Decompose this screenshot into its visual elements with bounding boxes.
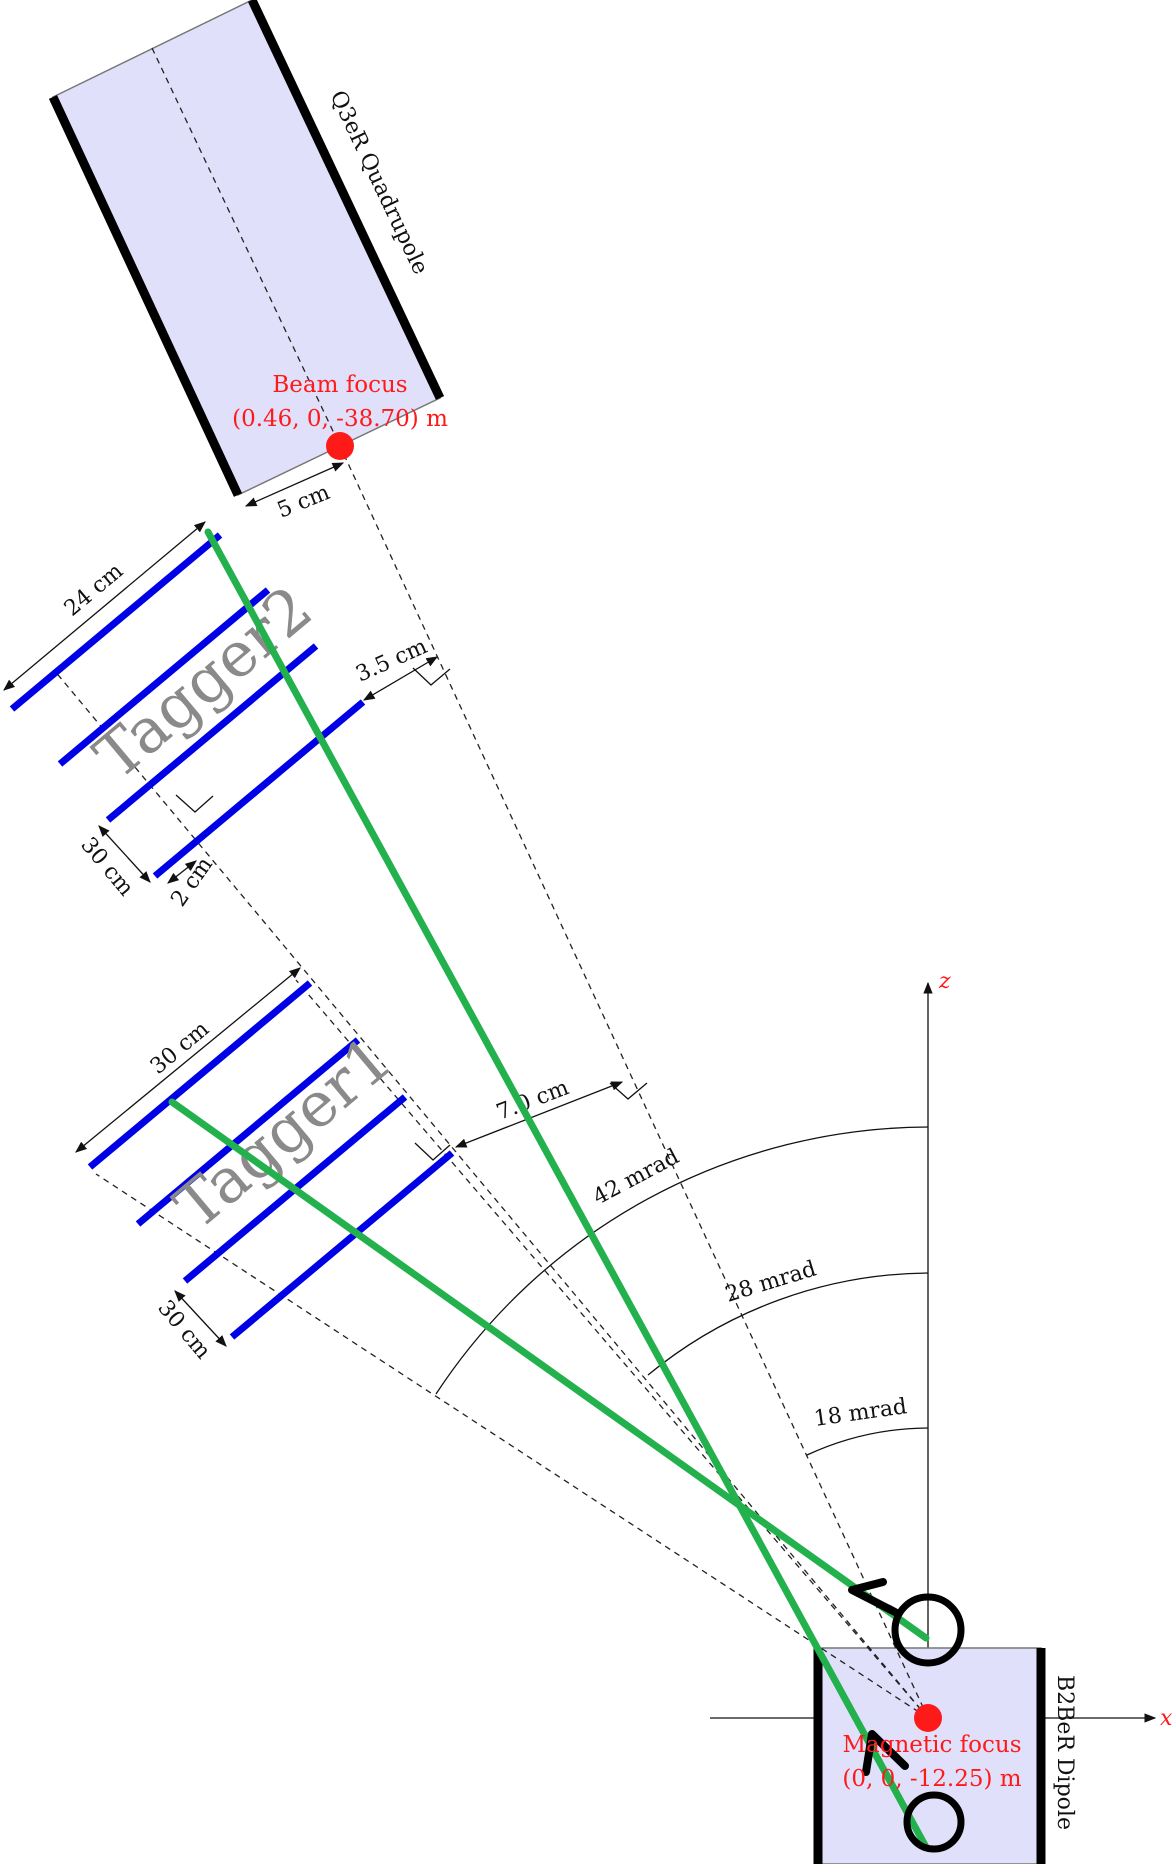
quadrupole-wall-left — [48, 95, 243, 497]
angle-label-42: 42 mrad — [589, 1144, 683, 1210]
tagger2-plane-4 — [152, 699, 366, 879]
dim-tagger1-spacing-label: 30 cm — [152, 1296, 215, 1364]
beam-focus-title: Beam focus — [272, 372, 407, 398]
tagger2-center-line — [53, 669, 929, 1719]
arc-28-mrad — [647, 1272, 929, 1376]
track-to-tagger2 — [204, 528, 930, 1851]
x-axis-label: x — [1160, 1706, 1173, 1731]
tagger2-plane-3 — [105, 643, 319, 823]
quadrupole-axis — [151, 47, 341, 447]
circle-marker-upper — [891, 1593, 965, 1667]
tagger1-right-angle-mark — [414, 1142, 451, 1161]
tagger2-beam-right-angle-mark — [412, 667, 451, 686]
dipole-label: B2BeR Dipole — [1052, 1675, 1077, 1830]
z-axis-label: z — [938, 969, 951, 994]
angle-label-18: 18 mrad — [812, 1394, 908, 1432]
tagger1-label: Tagger1 — [161, 1021, 406, 1243]
angle-label-28: 28 mrad — [722, 1256, 819, 1307]
dim-tagger1-spacing — [174, 1290, 227, 1347]
beam-line — [339, 445, 929, 1719]
arc-18-mrad — [806, 1427, 929, 1456]
quadrupole-wall-right — [247, 0, 445, 400]
direction-arrow-upper — [848, 1578, 899, 1616]
dim-tagger2-beam-gap-label: 3.5 cm — [352, 634, 431, 687]
track-to-tagger1 — [168, 1098, 930, 1642]
dim-tagger1-width — [75, 967, 301, 1153]
dim-tagger2-spacing — [98, 825, 151, 883]
dim-tagger2-beam-gap — [362, 656, 439, 701]
focus-points: Beam focus (0.46, 0, -38.70) m Magnetic … — [232, 372, 1022, 1792]
tagger1-plane-4 — [229, 1150, 455, 1340]
dipole-magnet: B2BeR Dipole — [813, 1647, 1077, 1864]
tagger1-center-line — [295, 979, 929, 1719]
tagger2-right-angle-mark — [175, 794, 214, 813]
reference-lines — [53, 445, 929, 1719]
track-annotations — [848, 1578, 965, 1853]
circle-marker-lower — [903, 1791, 965, 1853]
dim-tagger2-spacing-label: 30 cm — [75, 833, 138, 901]
magnetic-focus-title: Magnetic focus — [842, 1732, 1021, 1758]
dim-tagger1-beam-gap — [454, 1081, 624, 1148]
magnetic-focus-marker — [914, 1704, 942, 1732]
dimensions: 5 cm 24 cm 3.5 cm 30 cm 2 cm 30 cm 7.0 c… — [3, 462, 624, 1364]
tagger1-outer-line — [95, 1173, 929, 1719]
dim-tagger2-width-label: 24 cm — [60, 559, 128, 622]
dim-quad-offset — [244, 462, 345, 507]
magnetic-focus-coords: (0, 0, -12.25) m — [842, 1766, 1021, 1792]
beam-focus-coords: (0.46, 0, -38.70) m — [232, 406, 448, 432]
beam-focus-marker — [326, 432, 354, 460]
dim-tagger2-gap — [167, 860, 197, 884]
dim-tagger2-width — [3, 521, 206, 691]
dim-quad-offset-label: 5 cm — [274, 480, 334, 524]
tracks — [168, 528, 930, 1851]
direction-arrow-lower — [862, 1730, 909, 1776]
coordinate-axes: z x — [710, 969, 1173, 1731]
